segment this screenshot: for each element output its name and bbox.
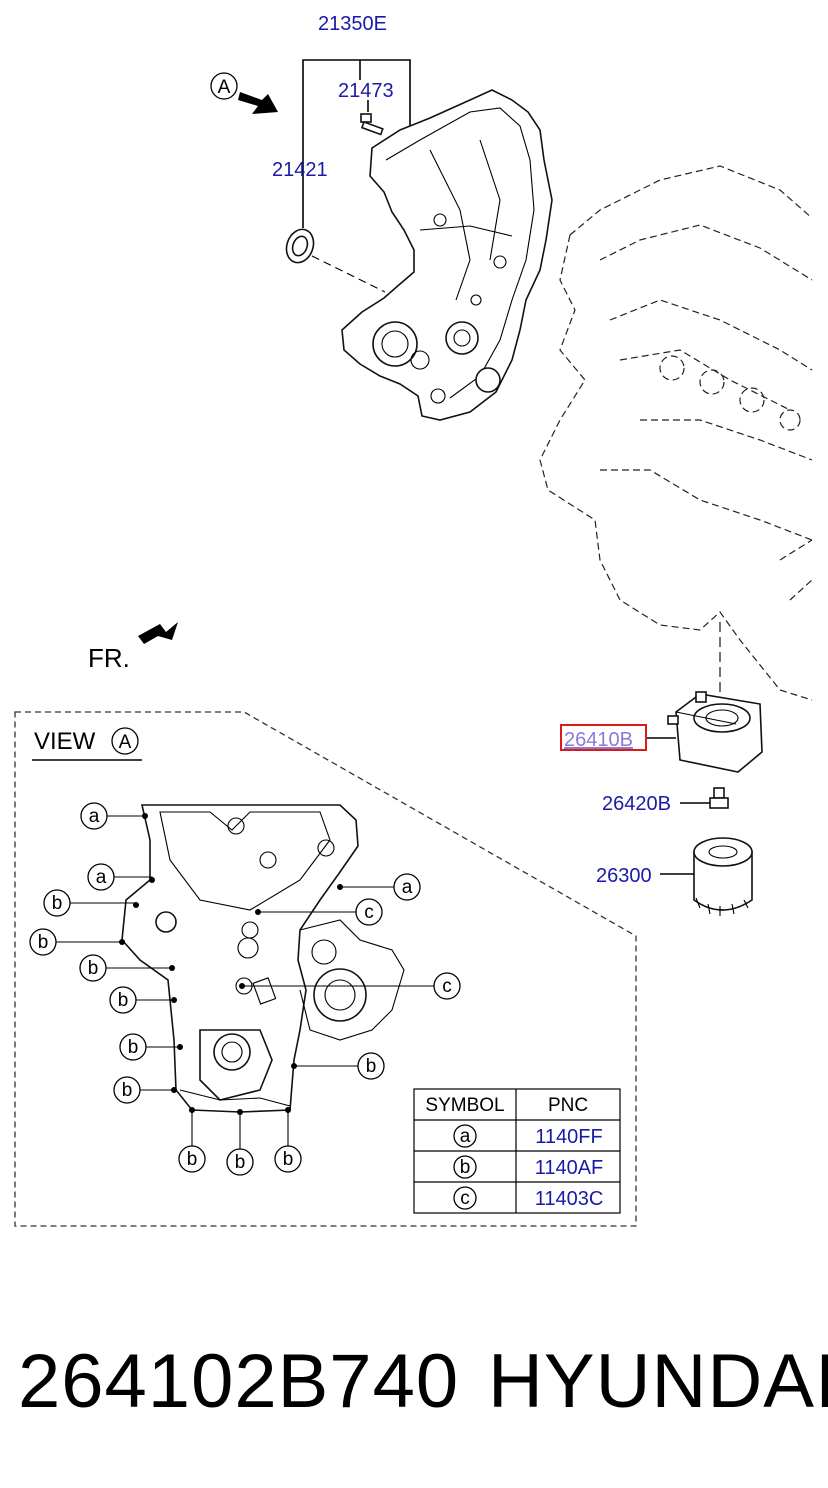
oil-filter-illustration <box>660 837 753 916</box>
drain-plug-icon <box>680 787 729 809</box>
view-label: VIEW <box>34 728 96 755</box>
view-label-circle: A <box>119 732 132 753</box>
svg-text:c: c <box>364 902 374 923</box>
svg-text:b: b <box>366 1056 377 1077</box>
pnc-11403c[interactable]: 11403C <box>535 1188 604 1210</box>
oil-seal-icon <box>285 228 315 264</box>
svg-text:b: b <box>283 1149 294 1170</box>
highlight-box-26410b <box>560 724 647 751</box>
callout-26420b[interactable]: 26420B <box>602 793 671 815</box>
pnc-1140ff[interactable]: 1140FF <box>535 1126 602 1148</box>
table-header-symbol: SYMBOL <box>425 1095 504 1116</box>
table-row: a 1140FF <box>453 1124 603 1148</box>
svg-text:b: b <box>122 1080 133 1101</box>
svg-text:b: b <box>52 893 63 914</box>
detail-fastener-dots <box>119 813 343 1115</box>
detail-callout-b9[interactable]: b <box>274 1145 302 1173</box>
svg-text:b: b <box>118 990 129 1011</box>
view-a-marker: A <box>210 72 278 114</box>
svg-text:b: b <box>460 1157 471 1178</box>
footer-brand: HYUNDAI <box>488 1339 828 1424</box>
svg-text:a: a <box>402 877 413 898</box>
callout-21473[interactable]: 21473 <box>338 80 394 102</box>
svg-text:b: b <box>38 932 49 953</box>
front-arrow-icon <box>138 622 178 644</box>
svg-text:b: b <box>187 1149 198 1170</box>
callout-26410b[interactable]: 26410B <box>564 729 633 751</box>
detail-callout-b7[interactable]: b <box>178 1145 206 1173</box>
svg-text:c: c <box>460 1188 470 1209</box>
detail-callout-b3[interactable]: b <box>79 954 107 982</box>
svg-text:a: a <box>460 1126 471 1147</box>
detail-callout-b6[interactable]: b <box>113 1076 141 1104</box>
callout-21350e[interactable]: 21350E <box>318 13 387 35</box>
view-direction-arrow-icon <box>238 92 278 114</box>
svg-text:A: A <box>218 77 231 98</box>
engine-block-illustration <box>539 165 813 701</box>
front-direction-indicator: FR. <box>88 622 178 673</box>
detail-callout-c2[interactable]: c <box>433 972 461 1000</box>
detail-callout-b4[interactable]: b <box>109 986 137 1014</box>
callout-21421[interactable]: 21421 <box>272 159 328 181</box>
svg-text:b: b <box>128 1037 139 1058</box>
detail-callout-b2[interactable]: b <box>29 928 57 956</box>
footer-part-number: 264102B740 <box>18 1339 460 1424</box>
svg-text:b: b <box>88 958 99 979</box>
svg-text:a: a <box>89 806 100 827</box>
detail-callout-a3[interactable]: a <box>393 873 421 901</box>
detail-callout-b1[interactable]: b <box>43 889 71 917</box>
detail-callout-b5[interactable]: b <box>119 1033 147 1061</box>
detail-callout-a2[interactable]: a <box>87 863 115 891</box>
bolt-21473-icon <box>360 113 384 136</box>
cover-leader-lines <box>302 59 411 293</box>
svg-text:b: b <box>235 1152 246 1173</box>
table-row: b 1140AF <box>453 1155 604 1179</box>
svg-text:c: c <box>442 976 452 997</box>
callout-26300[interactable]: 26300 <box>596 865 652 887</box>
table-header-pnc: PNC <box>548 1095 588 1116</box>
detail-callout-a1[interactable]: a <box>80 802 108 830</box>
pnc-1140af[interactable]: 1140AF <box>535 1157 604 1179</box>
table-row: c 11403C <box>453 1186 604 1210</box>
symbol-pnc-table: SYMBOL PNC a 1140FF b 1140AF c 11403C <box>413 1088 621 1214</box>
detail-callout-b8[interactable]: b <box>226 1148 254 1176</box>
detail-callout-c1[interactable]: c <box>355 898 383 926</box>
timing-cover-illustration <box>341 89 553 421</box>
svg-text:a: a <box>96 867 107 888</box>
view-a-detail-box: VIEW A <box>14 711 637 1227</box>
front-label: FR. <box>88 643 130 673</box>
detail-callout-b10[interactable]: b <box>357 1052 385 1080</box>
oil-cooler-illustration <box>646 691 763 773</box>
